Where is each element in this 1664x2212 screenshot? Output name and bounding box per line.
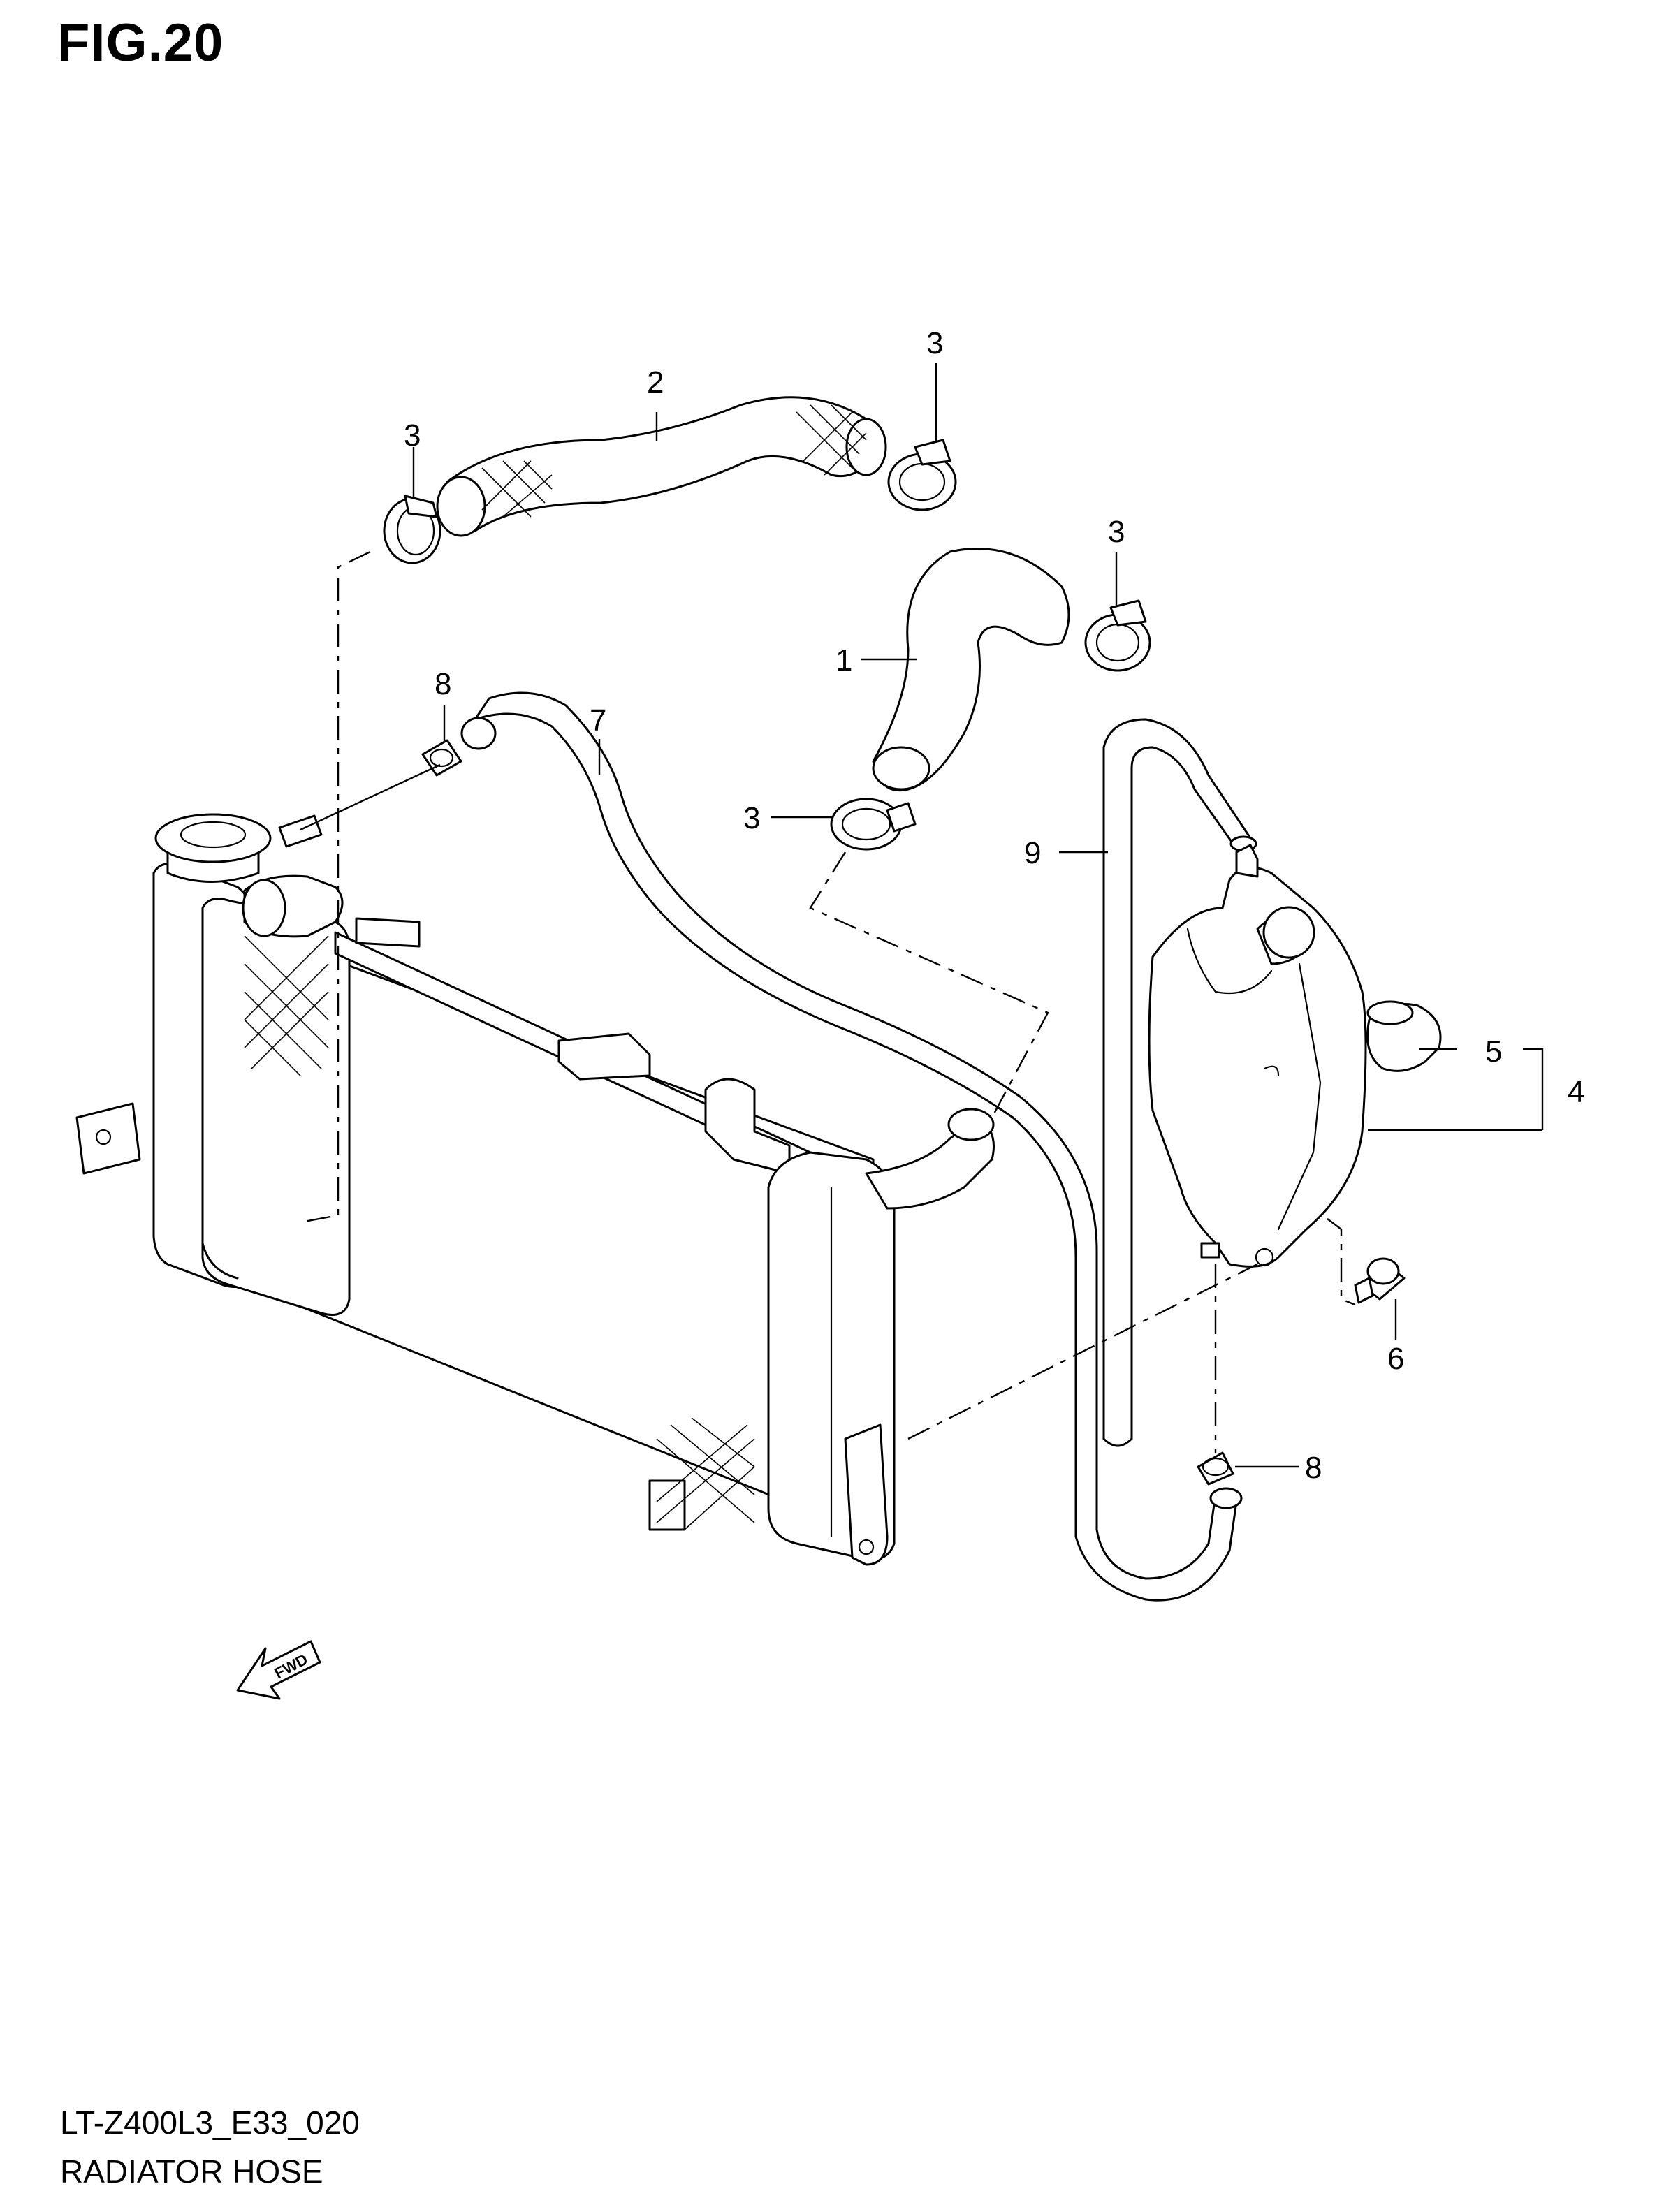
callout-3-top-right: 3 [926, 326, 943, 360]
figure-title: FIG.20 [57, 13, 224, 73]
alignment-lines [300, 550, 1356, 1453]
diagram-title: RADIATOR HOSE [60, 2153, 323, 2190]
callout-8-upper: 8 [435, 667, 451, 701]
callout-9: 9 [1024, 836, 1041, 870]
clamp-3-top-right [887, 439, 957, 511]
hose-7 [460, 691, 1243, 1602]
hose-1 [872, 548, 1070, 792]
callout-2: 2 [647, 365, 664, 400]
callout-4: 4 [1568, 1075, 1584, 1109]
callout-1: 1 [835, 643, 852, 677]
diagram-code: LT-Z400L3_E33_020 [60, 2104, 360, 2141]
callout-6: 6 [1387, 1342, 1404, 1376]
leader-lines [300, 363, 1544, 1468]
callout-3-mid-right: 3 [1108, 515, 1125, 549]
radiator [75, 813, 995, 1566]
callout-5: 5 [1485, 1034, 1502, 1069]
bolt-6 [1354, 1257, 1406, 1304]
clamp-3-lower [830, 798, 917, 851]
clamp-3-mid-right [1084, 599, 1151, 672]
callout-7: 7 [590, 703, 606, 738]
callout-3-left: 3 [404, 418, 421, 453]
hose-2 [436, 396, 887, 537]
clip-8-lower [1197, 1451, 1234, 1486]
reservoir-cap [1366, 1000, 1442, 1072]
clamp-3-left [383, 495, 441, 564]
callout-numbers: 1 2 3 3 3 3 4 5 6 7 8 8 9 [404, 326, 1584, 1485]
radiator-core-hatch [244, 935, 755, 1530]
reservoir-tank [1148, 844, 1367, 1268]
callout-3-lower: 3 [743, 801, 760, 835]
fwd-direction-arrow: FWD [236, 1640, 321, 1700]
callout-8-lower: 8 [1305, 1451, 1322, 1485]
